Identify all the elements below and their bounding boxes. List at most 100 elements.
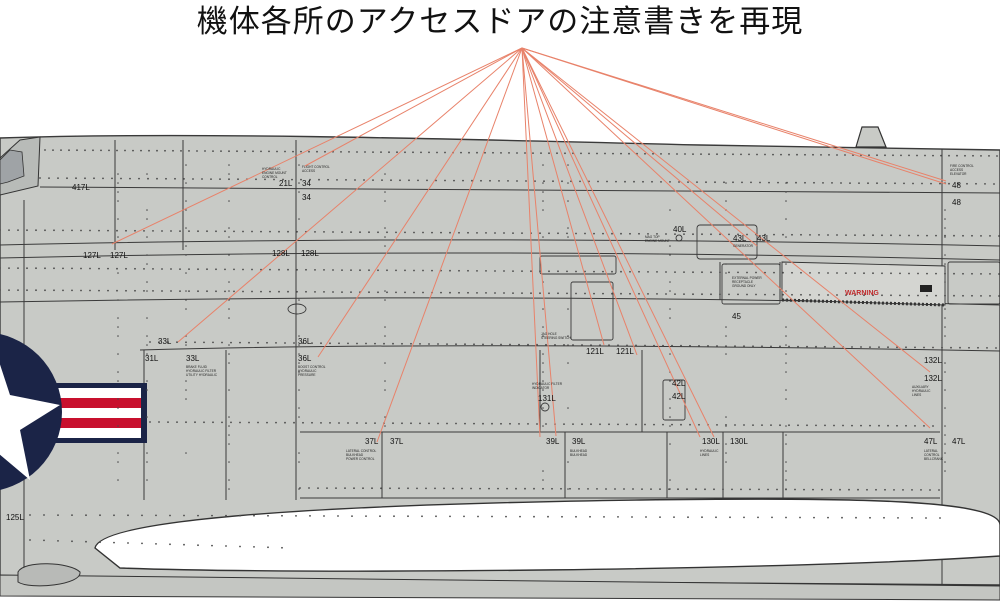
rivet [740,154,742,156]
rivet [860,425,862,427]
rivet [612,153,614,155]
rivet [964,155,966,157]
rivet [669,443,671,445]
rivet [567,308,569,310]
rivet [767,489,769,491]
rivet [851,425,853,427]
rivet [782,294,784,296]
rivet [146,209,148,211]
rivet [26,229,28,231]
rivet [579,181,581,183]
rivet [602,293,604,295]
rivet [237,178,239,180]
rivet [362,487,364,489]
rivet [785,479,787,481]
rivet [944,281,946,283]
rivet [420,152,422,154]
rivet [716,153,718,155]
rivet [384,191,386,193]
rivet [44,229,46,231]
stencil-33L-3: UTILITY HYDRAULIC [186,373,218,377]
label-48-a: 48 [952,181,961,190]
rivet [296,269,298,271]
rivet [452,488,454,490]
rivet [959,347,961,349]
rivet [791,234,793,236]
rivet [620,293,622,295]
rivet [521,232,523,234]
rivet [788,346,790,348]
label-130L-a: 130L [702,437,720,446]
rivet [554,344,556,346]
rivet [329,422,331,424]
rivet [75,177,77,179]
rivet [372,179,374,181]
rivet [665,271,667,273]
rivet [939,183,941,185]
label-132L-a: 132L [924,356,942,365]
rivet [203,342,205,344]
rivet [923,347,925,349]
rivet [35,289,37,291]
rivet [395,270,397,272]
rivet [359,269,361,271]
rivet [458,292,460,294]
rivet [449,232,451,234]
rivet [311,342,313,344]
rivet [371,487,373,489]
rivet [185,182,187,184]
rivet [608,423,610,425]
rivet [407,487,409,489]
rivet [840,182,842,184]
rivet [453,180,455,182]
rivet [971,295,973,297]
rivet [527,344,529,346]
rivet [604,153,606,155]
rivet [986,347,988,349]
rivet [575,271,577,273]
rivet [980,235,982,237]
rivet [820,154,822,156]
rivet [917,273,919,275]
rivet [340,151,342,153]
rivet [659,516,661,518]
rivet [386,269,388,271]
rivet [228,173,230,175]
rivet [422,292,424,294]
rivet [17,289,19,291]
rivet [741,182,743,184]
rivet [710,233,712,235]
rivet [813,182,815,184]
rivet [317,487,319,489]
rivet [683,271,685,273]
rivet [384,389,386,391]
rivet [785,218,787,220]
rivet [389,487,391,489]
rivet [804,182,806,184]
rivet [224,269,226,271]
rivet [296,231,298,233]
rivet [542,326,544,328]
rivet [53,267,55,269]
rivet [503,270,505,272]
rivet [599,344,601,346]
rivet [567,488,569,490]
rivet [872,272,874,274]
rivet [365,515,367,517]
rivet [269,269,271,271]
rivet [878,346,880,348]
rivet [384,335,386,337]
rivet [255,178,257,180]
rivet [293,342,295,344]
rivet [926,273,928,275]
rivet [836,154,838,156]
rivet [620,153,622,155]
rivet [183,515,185,517]
rivet [143,230,145,232]
rivet [356,151,358,153]
rivet [225,515,227,517]
rivet [404,151,406,153]
rivet [645,516,647,518]
rivet [659,488,661,490]
rivet [567,227,569,229]
